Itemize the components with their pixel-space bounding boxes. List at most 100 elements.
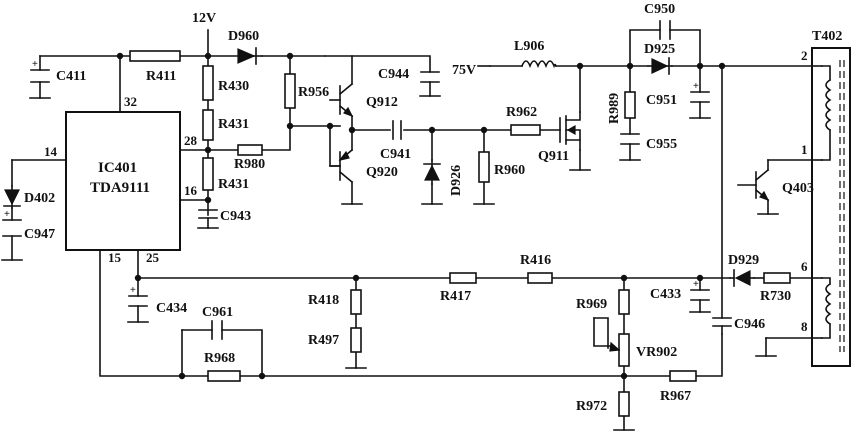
ic-name: IC401 <box>98 160 137 176</box>
t402-pin-1: 1 <box>801 142 808 157</box>
svg-text:+: + <box>32 59 38 70</box>
wires <box>11 29 813 431</box>
label-r956: R956 <box>298 85 329 100</box>
label-c943: C943 <box>220 209 251 224</box>
capacitor-c944 <box>420 71 440 83</box>
resistor-r497 <box>350 327 362 353</box>
resistor-r962 <box>510 124 541 136</box>
resistor-r980 <box>237 144 263 156</box>
label-c946: C946 <box>734 317 765 332</box>
ic401-chip: IC401 TDA9111 32 28 16 14 15 25 <box>44 94 198 265</box>
label-r411: R411 <box>146 69 176 84</box>
svg-text:+: + <box>4 209 10 220</box>
label-r431b: R431 <box>218 177 249 192</box>
svg-text:+: + <box>130 285 136 296</box>
diode-d960 <box>237 47 263 65</box>
diode-d929 <box>729 269 755 287</box>
label-c955: C955 <box>646 137 677 152</box>
resistor-r416 <box>527 272 553 284</box>
capacitor-c961 <box>211 320 223 340</box>
component-labels: C411 R411 D960 R430 R431 R980 R431 C943 … <box>24 2 814 414</box>
diode-d925 <box>647 57 673 75</box>
label-r730: R730 <box>760 289 791 304</box>
label-r430: R430 <box>218 79 249 94</box>
resistor-r730 <box>763 272 791 284</box>
transformer-label: T402 <box>812 29 842 44</box>
capacitors: + + + <box>2 20 732 340</box>
pin-14: 14 <box>44 144 58 159</box>
resistor-r969 <box>618 289 630 315</box>
label-d929: D929 <box>728 253 759 268</box>
capacitor-c946 <box>712 317 732 327</box>
label-c947: C947 <box>24 227 55 242</box>
pin-32: 32 <box>124 94 137 109</box>
label-r980: R980 <box>234 157 265 172</box>
resistor-r417 <box>449 272 477 284</box>
label-d402: D402 <box>24 191 55 206</box>
transistor-q403 <box>737 168 770 202</box>
resistor-r989 <box>624 91 636 119</box>
resistors <box>129 50 791 417</box>
label-r989: R989 <box>607 93 622 124</box>
label-c411: C411 <box>56 69 86 84</box>
diode-d402 <box>3 185 21 209</box>
pin-15: 15 <box>108 250 122 265</box>
label-d960: D960 <box>228 29 259 44</box>
label-r960: R960 <box>494 163 525 178</box>
resistor-r411 <box>129 50 181 62</box>
ic-part: TDA9111 <box>90 180 150 196</box>
label-c944: C944 <box>378 67 409 82</box>
capacitor-c411: + <box>30 59 50 83</box>
label-r417: R417 <box>440 289 471 304</box>
label-r972: R972 <box>576 399 607 414</box>
transistor-q912 <box>329 82 354 118</box>
label-q912: Q912 <box>366 95 398 110</box>
label-c961: C961 <box>202 305 233 320</box>
label-r968: R968 <box>204 351 235 366</box>
t402-pin-6: 6 <box>801 259 808 274</box>
resistor-r968 <box>207 370 241 382</box>
resistor-r418 <box>350 289 362 315</box>
ground-symbols <box>1 95 779 431</box>
t402-pin-8: 8 <box>801 319 808 334</box>
capacitor-c951: + <box>690 81 710 103</box>
label-r962: R962 <box>506 105 537 120</box>
label-r497: R497 <box>308 333 339 348</box>
resistor-r960 <box>478 151 490 183</box>
label-d926: D926 <box>449 165 464 196</box>
label-c433: C433 <box>650 287 681 302</box>
resistor-r972 <box>618 391 630 417</box>
label-r431a: R431 <box>218 117 249 132</box>
capacitor-c434: + <box>128 285 148 307</box>
pin-16: 16 <box>184 183 198 198</box>
label-r418: R418 <box>308 293 339 308</box>
supply-12v-label: 12V <box>192 11 216 26</box>
capacitor-c943 <box>198 209 218 229</box>
label-d925: D925 <box>644 42 675 57</box>
label-c951: C951 <box>646 93 677 108</box>
label-vr902: VR902 <box>636 345 677 360</box>
resistor-r430 <box>202 65 214 101</box>
transformer-t402: T402 2 1 6 8 <box>801 29 851 367</box>
label-l906: L906 <box>514 39 544 54</box>
svg-text:+: + <box>693 279 699 290</box>
diode-d926 <box>423 159 441 185</box>
supply-75v-label: 75V <box>452 63 476 78</box>
pin-28: 28 <box>184 133 198 148</box>
inductor-l906 <box>520 60 558 69</box>
label-q911: Q911 <box>538 149 569 164</box>
capacitor-c955 <box>620 133 640 145</box>
junction-dots <box>116 52 726 380</box>
capacitor-c941 <box>392 120 402 140</box>
label-q920: Q920 <box>366 165 398 180</box>
transistor-q911-mosfet <box>559 111 581 151</box>
pin-25: 25 <box>146 250 160 265</box>
capacitor-c947: + <box>2 209 22 237</box>
resistor-r431b <box>202 157 214 191</box>
label-r969: R969 <box>576 297 607 312</box>
resistor-r431a <box>202 109 214 141</box>
label-c941: C941 <box>380 147 411 162</box>
transistor-q920 <box>329 148 354 184</box>
label-r967: R967 <box>660 389 691 404</box>
